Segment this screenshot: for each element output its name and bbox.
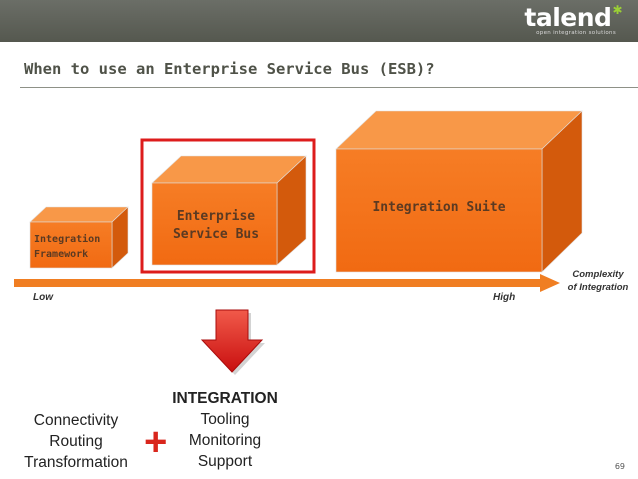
slide-header: talend✱ open integration solutions xyxy=(0,0,638,42)
page-title: When to use an Enterprise Service Bus (E… xyxy=(24,60,435,78)
box-integration-framework xyxy=(29,206,129,269)
box-label-integration-framework: Integration Framework xyxy=(34,234,101,260)
list-item: Tooling xyxy=(200,411,250,428)
integration-heading: INTEGRATION xyxy=(172,390,278,407)
list-item: Support xyxy=(197,453,253,470)
list-item: Connectivity xyxy=(33,412,119,429)
left-capabilities-list: Connectivity Routing Transformation xyxy=(14,410,138,473)
axis-label-high: High xyxy=(493,292,516,303)
plus-icon: + xyxy=(144,420,168,464)
list-item: Monitoring xyxy=(188,432,262,449)
title-divider xyxy=(20,87,638,88)
talend-logo: talend✱ xyxy=(524,3,622,32)
box-label-integration-suite: Integration Suite xyxy=(372,200,506,215)
box-label-enterprise-service-bus: Enterprise Service Bus xyxy=(172,209,260,242)
axis-label-low: Low xyxy=(33,292,53,303)
right-capabilities-list: INTEGRATION Tooling Monitoring Support xyxy=(160,388,290,472)
box-integration-suite xyxy=(335,110,583,273)
complexity-axis-arrow xyxy=(14,274,560,292)
list-item: Transformation xyxy=(24,454,128,471)
esb-highlight-frame xyxy=(140,138,316,274)
axis-title: Complexity of Integration xyxy=(567,269,629,293)
box-enterprise-service-bus xyxy=(151,155,307,266)
star-icon: ✱ xyxy=(612,3,622,17)
down-arrow-icon xyxy=(200,309,265,375)
page-number: 69 xyxy=(614,462,625,471)
list-item: Routing xyxy=(49,433,103,450)
logo-tagline: open integration solutions xyxy=(536,30,616,36)
